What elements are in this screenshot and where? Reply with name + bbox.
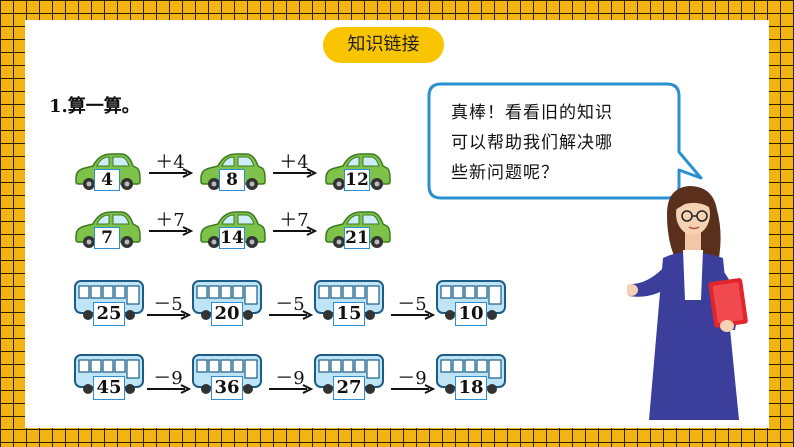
operation-arrow: －5 [145, 290, 191, 324]
speech-line: 些新问题呢？ [451, 163, 559, 183]
bus-number: 18 [455, 376, 487, 400]
bus-number: 27 [333, 376, 365, 400]
car-0-2: 12 [323, 148, 391, 192]
operation-arrow: ＋4 [147, 148, 193, 182]
bus-0-1: 20 [191, 278, 263, 326]
bus-1-0: 45 [73, 352, 145, 400]
car-0-1: 8 [198, 148, 266, 192]
bus-number: 36 [211, 376, 243, 400]
bus-1-2: 27 [313, 352, 385, 400]
speech-line: 真棒！看看旧的知识 [451, 103, 613, 123]
car-1-1: 14 [198, 206, 266, 250]
speech-line: 可以帮助我们解决哪 [451, 133, 613, 153]
arrow-icon [268, 384, 312, 394]
bus-0-3: 10 [435, 278, 507, 326]
arrow-icon [390, 384, 434, 394]
bus-number: 20 [211, 302, 243, 326]
car-number: 8 [219, 169, 245, 191]
car-1-0: 7 [73, 206, 141, 250]
operation-arrow: －9 [267, 364, 313, 398]
car-0-0: 4 [73, 148, 141, 192]
bus-number: 45 [93, 376, 125, 400]
speech-text: 真棒！看看旧的知识 可以帮助我们解决哪 些新问题呢？ [451, 98, 665, 188]
operation-label: ＋7 [155, 210, 185, 231]
exercise-title: 1.算一算。 [49, 96, 140, 117]
bus-number: 15 [333, 302, 365, 326]
car-number: 14 [219, 227, 245, 249]
operation-label: ＋4 [155, 152, 185, 173]
arrow-icon [146, 384, 190, 394]
operation-arrow: －5 [267, 290, 313, 324]
arrow-icon [148, 168, 192, 178]
operation-arrow: ＋7 [271, 206, 317, 240]
operation-label: ＋4 [279, 152, 309, 173]
bus-number: 10 [455, 302, 487, 326]
teacher-illustration [624, 180, 767, 432]
bus-0-0: 25 [73, 278, 145, 326]
content-panel: 知识链接 1.算一算。 4 ＋4 8 ＋4 12 7 ＋7 [25, 20, 769, 428]
operation-arrow: ＋7 [147, 206, 193, 240]
arrow-icon [148, 226, 192, 236]
operation-label: －9 [397, 368, 427, 389]
operation-label: －5 [275, 294, 305, 315]
car-number: 7 [94, 227, 120, 249]
section-title: 知识链接 [323, 27, 444, 63]
arrow-icon [390, 310, 434, 320]
operation-label: －9 [153, 368, 183, 389]
operation-arrow: －9 [145, 364, 191, 398]
operation-label: ＋7 [279, 210, 309, 231]
operation-label: －5 [153, 294, 183, 315]
operation-label: －5 [397, 294, 427, 315]
bus-number: 25 [93, 302, 125, 326]
operation-arrow: －5 [389, 290, 435, 324]
car-number: 12 [344, 169, 370, 191]
bus-1-3: 18 [435, 352, 507, 400]
operation-arrow: －9 [389, 364, 435, 398]
car-number: 21 [344, 227, 370, 249]
speech-bubble: 真棒！看看旧的知识 可以帮助我们解决哪 些新问题呢？ [427, 82, 703, 200]
arrow-icon [272, 226, 316, 236]
bus-0-2: 15 [313, 278, 385, 326]
arrow-icon [272, 168, 316, 178]
bus-1-1: 36 [191, 352, 263, 400]
arrow-icon [268, 310, 312, 320]
car-1-2: 21 [323, 206, 391, 250]
operation-arrow: ＋4 [271, 148, 317, 182]
arrow-icon [146, 310, 190, 320]
car-number: 4 [94, 169, 120, 191]
operation-label: －9 [275, 368, 305, 389]
